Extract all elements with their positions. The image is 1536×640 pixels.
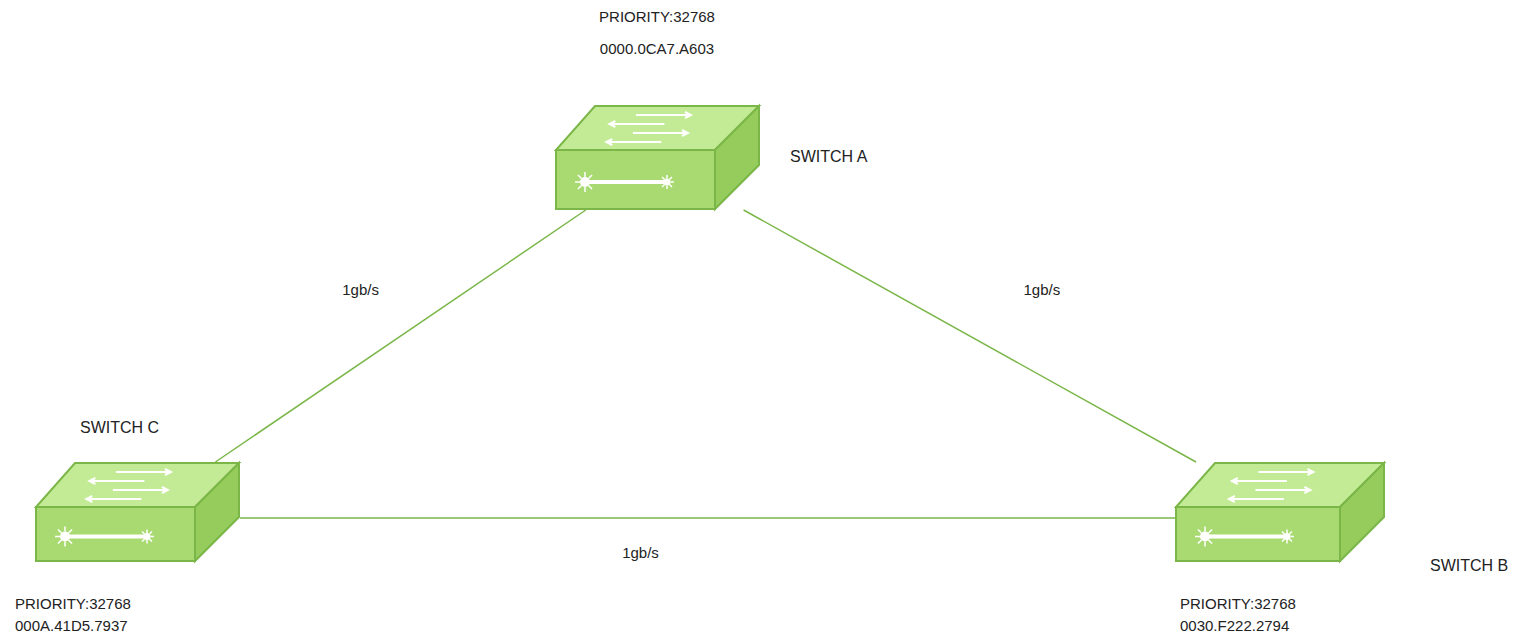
network-link <box>240 517 1175 519</box>
network-link <box>215 210 585 462</box>
network-switch: SWITCH CPRIORITY:32768000A.41D5.7937 <box>35 462 240 562</box>
switch-side <box>195 463 239 561</box>
switch-icon <box>555 105 760 210</box>
port-symbol <box>1195 527 1294 547</box>
switch-front <box>36 507 195 561</box>
switch-name: SWITCH C <box>80 418 159 438</box>
switch-side <box>1340 463 1384 561</box>
link-speed: 1gb/s <box>620 544 661 562</box>
switch-front <box>556 150 715 209</box>
port-symbol <box>55 527 154 547</box>
switch-icon <box>35 462 240 562</box>
mac-address: 0000.0CA7.A603 <box>600 40 714 58</box>
traffic-arrows <box>1229 469 1314 502</box>
bridge-priority: PRIORITY:32768 <box>15 595 131 613</box>
traffic-arrows <box>606 112 691 145</box>
network-switch: SWITCH BPRIORITY:327680030.F222.2794 <box>1175 462 1385 562</box>
link-speed: 1gb/s <box>1021 281 1062 299</box>
switch-icon <box>1175 462 1385 562</box>
bridge-priority: PRIORITY:32768 <box>1180 595 1296 613</box>
switch-front <box>1176 507 1340 561</box>
network-link <box>744 210 1196 462</box>
traffic-arrows <box>86 469 171 502</box>
mac-address: 0030.F222.2794 <box>1180 617 1289 635</box>
network-switch: SWITCH APRIORITY:327680000.0CA7.A603 <box>555 105 760 210</box>
link-speed: 1gb/s <box>340 281 381 299</box>
bridge-priority: PRIORITY:32768 <box>599 8 715 26</box>
switch-side <box>715 106 759 209</box>
switch-name: SWITCH A <box>790 147 867 167</box>
mac-address: 000A.41D5.7937 <box>15 617 128 635</box>
port-symbol <box>575 172 674 192</box>
switch-name: SWITCH B <box>1430 556 1508 576</box>
